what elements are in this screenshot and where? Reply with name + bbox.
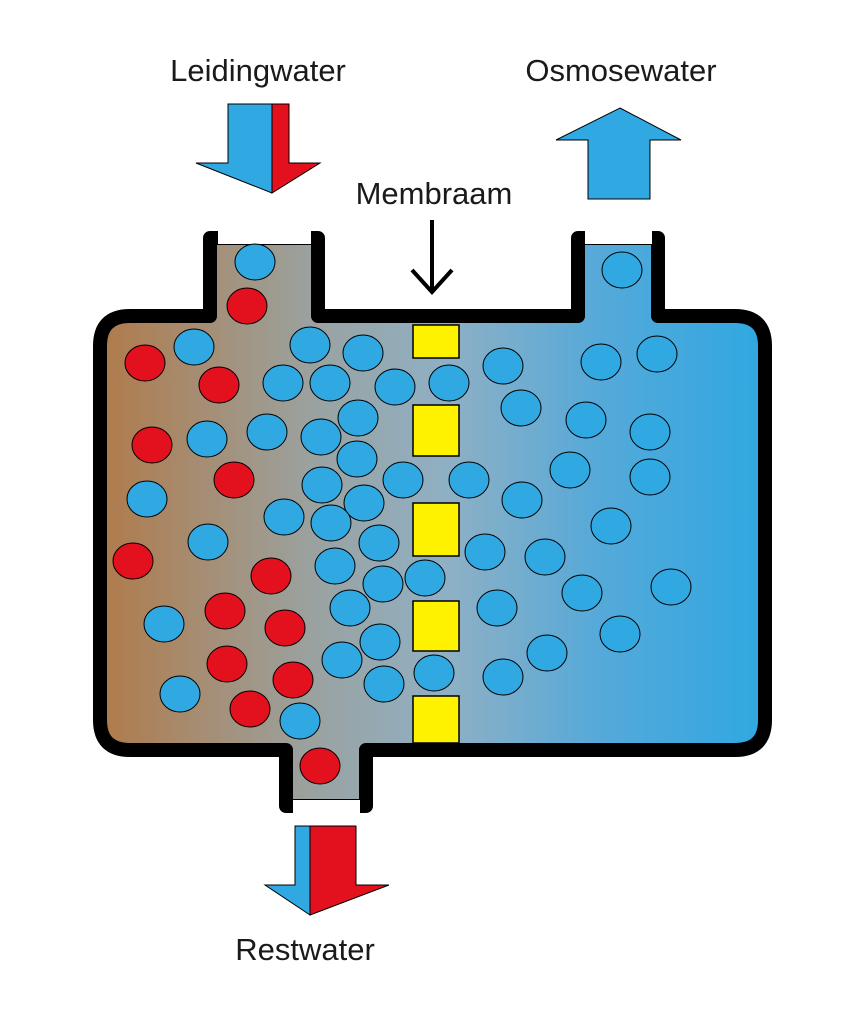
water-molecule-43	[314, 547, 356, 585]
membrane-label: Membraam	[356, 176, 513, 211]
contaminant-particle-56	[206, 645, 248, 683]
membrane-block-2	[412, 404, 460, 457]
water-molecule-19	[629, 413, 671, 451]
water-molecule-3	[601, 251, 643, 289]
water-molecule-6	[289, 326, 331, 364]
water-molecule-50	[476, 589, 518, 627]
membrane-block-5	[412, 695, 460, 744]
contaminant-particle-42	[250, 557, 292, 595]
contaminant-particle-2	[226, 287, 268, 325]
membrane-pointer-icon	[410, 220, 454, 295]
water-molecule-40	[524, 538, 566, 576]
water-molecule-49	[329, 589, 371, 627]
reject-arrow-icon	[263, 825, 390, 916]
water-molecule-21	[186, 420, 228, 458]
contaminant-particle-20	[131, 426, 173, 464]
contaminant-particle-65	[299, 747, 341, 785]
water-molecule-46	[561, 574, 603, 612]
water-molecule-11	[374, 368, 416, 406]
inlet-pipe-opening	[218, 228, 311, 244]
contaminant-particle-52	[264, 609, 306, 647]
water-molecule-17	[500, 389, 542, 427]
water-molecule-18	[565, 401, 607, 439]
water-molecule-58	[413, 654, 455, 692]
water-molecule-1	[234, 243, 276, 281]
water-molecule-61	[363, 665, 405, 703]
water-molecule-29	[549, 451, 591, 489]
membrane-block-4	[412, 600, 460, 652]
contaminant-particle-8	[198, 366, 240, 404]
water-molecule-14	[580, 343, 622, 381]
water-molecule-37	[187, 523, 229, 561]
water-molecule-26	[301, 466, 343, 504]
water-molecule-53	[359, 623, 401, 661]
water-molecule-44	[362, 565, 404, 603]
water-molecule-7	[342, 334, 384, 372]
water-molecule-64	[279, 702, 321, 740]
water-molecule-36	[590, 507, 632, 545]
membrane-block-1	[412, 324, 460, 359]
water-molecule-24	[336, 440, 378, 478]
water-molecule-51	[143, 605, 185, 643]
water-molecule-15	[636, 335, 678, 373]
membrane	[412, 324, 460, 744]
contaminant-particle-48	[204, 592, 246, 630]
water-molecule-22	[246, 413, 288, 451]
water-molecule-23	[300, 418, 342, 456]
contaminant-particle-4	[124, 344, 166, 382]
contaminant-particle-41	[112, 542, 154, 580]
product-label: Osmosewater	[525, 53, 716, 88]
water-molecule-47	[650, 568, 692, 606]
water-molecule-54	[599, 615, 641, 653]
product-arrow-icon	[555, 107, 682, 200]
contaminant-particle-25	[213, 461, 255, 499]
water-molecule-39	[464, 533, 506, 571]
water-molecule-5	[173, 328, 215, 366]
water-molecule-35	[310, 504, 352, 542]
water-molecule-28	[448, 461, 490, 499]
water-molecule-16	[337, 399, 379, 437]
water-molecule-31	[126, 480, 168, 518]
inlet-arrow-icon	[195, 103, 322, 194]
water-molecule-12	[428, 364, 470, 402]
water-molecule-38	[358, 524, 400, 562]
reject-pipe-opening	[293, 800, 360, 816]
product-pipe-opening	[585, 228, 652, 244]
contaminant-particle-63	[229, 690, 271, 728]
water-molecule-57	[321, 641, 363, 679]
water-molecule-30	[629, 458, 671, 496]
water-molecule-32	[343, 484, 385, 522]
membrane-block-3	[412, 502, 460, 557]
water-molecule-45	[404, 559, 446, 597]
water-molecule-59	[482, 658, 524, 696]
particles	[112, 243, 692, 785]
water-molecule-34	[263, 498, 305, 536]
inlet-label: Leidingwater	[170, 53, 346, 88]
water-molecule-55	[526, 634, 568, 672]
contaminant-particle-60	[272, 661, 314, 699]
water-molecule-27	[382, 461, 424, 499]
reject-label: Restwater	[235, 932, 375, 967]
water-molecule-33	[501, 481, 543, 519]
water-molecule-9	[262, 364, 304, 402]
water-molecule-62	[159, 675, 201, 713]
water-molecule-13	[482, 347, 524, 385]
water-molecule-10	[309, 364, 351, 402]
